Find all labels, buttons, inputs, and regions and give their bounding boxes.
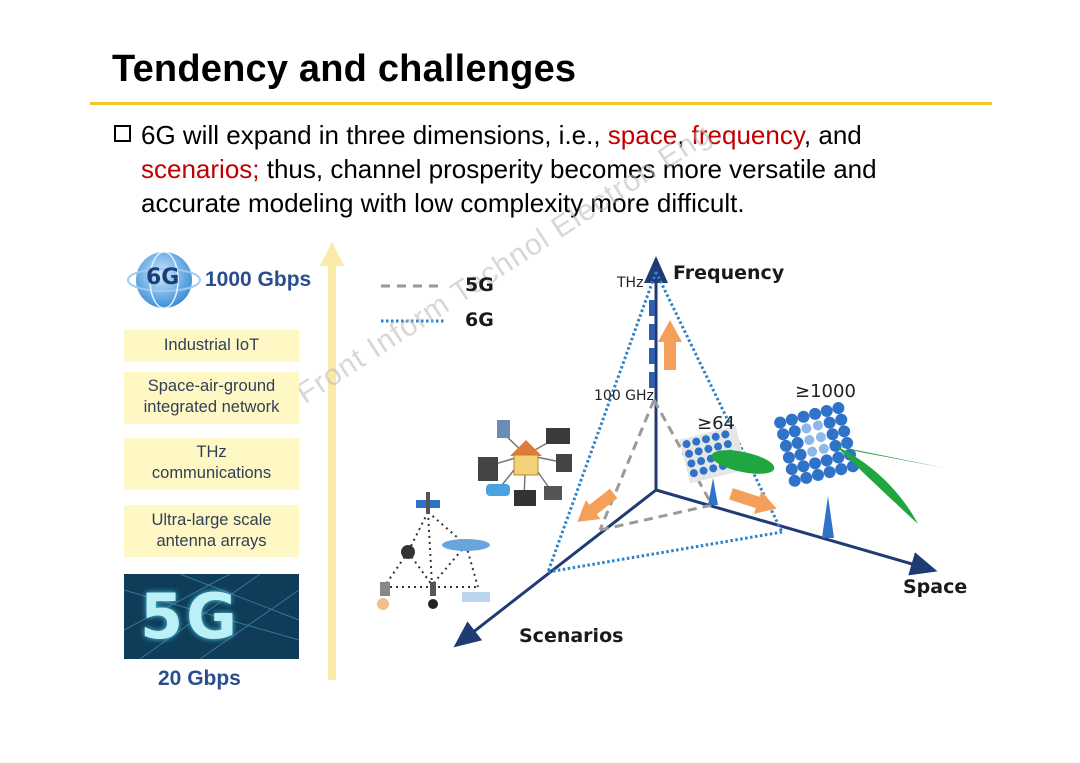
legend-5g-label: 5G	[465, 274, 494, 296]
scenario-box-space-air-ground: Space-air-ground integrated network	[124, 372, 299, 424]
freq-tick	[649, 324, 655, 340]
scenario-label: Ultra-large scale antenna arrays	[151, 511, 271, 550]
scenarios-axis	[463, 490, 656, 640]
growth-arrows	[570, 320, 780, 531]
sixg-pyramid	[548, 272, 782, 572]
scenario-box-thz: THz communications	[124, 438, 299, 490]
space-axis-label: Space	[903, 576, 967, 598]
top-rate-label: 1000 Gbps	[205, 268, 311, 292]
frequency-axis-label: Frequency	[673, 262, 784, 284]
scenario-label: Space-air-ground integrated network	[144, 377, 280, 416]
six-g-logo-text: 6G	[146, 265, 179, 290]
freq-tick	[649, 372, 655, 388]
space-air-ground-network-icon	[377, 492, 490, 610]
small-array-label: ≥64	[697, 413, 735, 434]
space-axis	[656, 490, 926, 568]
scenario-box-antenna-arrays: Ultra-large scale antenna arrays	[124, 505, 299, 557]
evolution-arrow	[320, 242, 344, 680]
smart-home-icon	[478, 420, 572, 506]
scenario-label: Industrial IoT	[164, 336, 259, 354]
scenario-label: THz communications	[152, 443, 271, 482]
scenarios-axis-label: Scenarios	[519, 625, 623, 647]
freq-tick	[649, 300, 655, 316]
large-array-label: ≥1000	[795, 381, 856, 402]
scenario-box-industrial-iot: Industrial IoT	[124, 330, 299, 362]
legend-6g-label: 6G	[465, 309, 494, 331]
beam-icon	[836, 446, 918, 524]
thz-mark: THz	[617, 275, 643, 291]
frequency-growth-arrow-icon	[658, 320, 682, 370]
ghz-mark: 100 GHz	[594, 388, 654, 404]
freq-tick	[649, 348, 655, 364]
bottom-rate-label: 20 Gbps	[158, 667, 241, 691]
five-g-logo-text: 5G	[140, 580, 240, 653]
large-antenna-array-icon	[773, 401, 945, 538]
